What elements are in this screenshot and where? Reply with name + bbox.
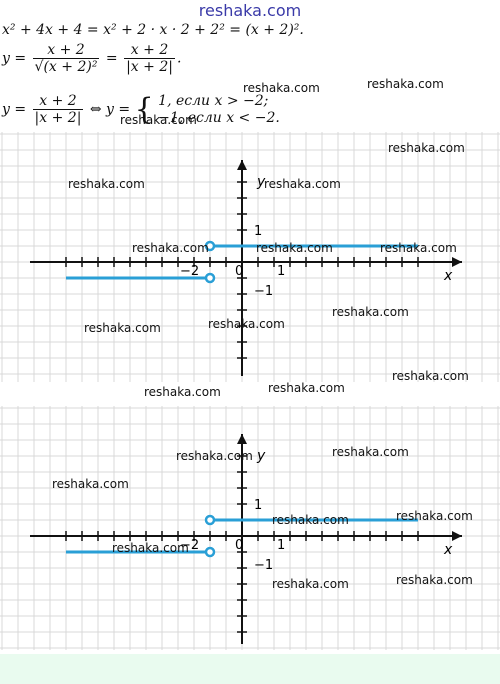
origin-label: 0 [235, 538, 243, 553]
fraction-numerator: x + 2 [32, 93, 84, 110]
axis-labels: x y 0 1 −2 1 −1 [180, 448, 453, 573]
x-axis-label: x [443, 542, 453, 558]
axis-labels: x y 0 1 −2 1 −1 [180, 174, 453, 299]
equation-line-3: y = x + 2 |x + 2| ⇔ y = { 1, если x > −2… [2, 92, 280, 127]
watermark: reshaka.com [84, 321, 161, 335]
y-axis-arrow [237, 434, 247, 444]
grid [0, 132, 500, 382]
equation-line-1: x² + 4x + 4 = x² + 2 · x · 2 + 2² = (x +… [2, 22, 304, 38]
watermark: reshaka.com [68, 177, 145, 191]
watermark: reshaka.com [112, 541, 189, 555]
y-axis [237, 434, 247, 644]
fraction-sqrt: x + 2 √(x + 2)² [32, 42, 100, 75]
x-axis-label: x [443, 268, 453, 284]
equation-y: y = [2, 101, 27, 118]
case-positive: 1, если x > −2; [158, 92, 269, 109]
watermark: reshaka.com [367, 77, 444, 91]
y-tick-label-neg1: −1 [254, 284, 273, 299]
equation-line-2: y = x + 2 √(x + 2)² = x + 2 |x + 2| . [2, 42, 182, 75]
x-axis [30, 531, 462, 541]
watermark: reshaka.com [208, 317, 285, 331]
y-tick-label-1: 1 [254, 498, 262, 513]
y-tick-label-1: 1 [254, 224, 262, 239]
watermark: reshaka.com [256, 241, 333, 255]
watermark: reshaka.com [52, 477, 129, 491]
plot-series [66, 514, 418, 558]
origin-label: 0 [235, 264, 243, 279]
case-negative: −1, если x < −2. [158, 109, 280, 126]
graph-panel-1: x y 0 1 −2 1 −1 [0, 132, 500, 382]
x-axis-arrow [452, 257, 462, 267]
watermark: reshaka.com [268, 381, 345, 395]
fraction-abs: x + 2 |x + 2| [124, 42, 175, 75]
x-tick-label-neg2: −2 [180, 538, 199, 553]
watermark: reshaka.com [388, 141, 465, 155]
open-endpoint [204, 272, 216, 284]
open-endpoint [204, 240, 216, 252]
watermark: reshaka.com [396, 509, 473, 523]
watermark: reshaka.com [243, 81, 320, 95]
open-endpoint [204, 546, 216, 558]
y-axis-arrow [237, 160, 247, 170]
site-watermark-title[interactable]: reshaka.com [198, 1, 302, 20]
y-tick-label-neg1: −1 [254, 558, 273, 573]
watermark: reshaka.com [272, 577, 349, 591]
watermark: reshaka.com [332, 305, 409, 319]
brace: { [134, 92, 154, 127]
watermark: reshaka.com [380, 241, 457, 255]
graph-panel-2: x y 0 1 −2 1 −1 [0, 406, 500, 650]
plot-series [66, 240, 418, 284]
watermark: reshaka.com [176, 449, 253, 463]
open-endpoint [204, 514, 216, 526]
watermark: reshaka.com [144, 385, 221, 399]
fraction-numerator: x + 2 [32, 42, 100, 59]
fraction-denominator: |x + 2| [126, 59, 173, 75]
watermark: reshaka.com [332, 445, 409, 459]
watermark: reshaka.com [120, 113, 197, 127]
footer-bar [0, 654, 500, 684]
fraction-denominator: √(x + 2)² [34, 59, 98, 75]
grid [0, 406, 500, 650]
equation-y: y = [2, 50, 27, 67]
x-tick-label-neg2: −2 [180, 264, 199, 279]
watermark: reshaka.com [132, 241, 209, 255]
watermark: reshaka.com [392, 369, 469, 383]
equals-sign: = [105, 50, 118, 67]
watermark: reshaka.com [396, 573, 473, 587]
equivalence: ⇔ y = [89, 101, 131, 118]
fraction-denominator: |x + 2| [34, 110, 82, 126]
x-tick-label-1: 1 [277, 264, 285, 279]
y-axis-label: y [256, 174, 266, 190]
x-axis-arrow [452, 531, 462, 541]
y-axis-label: y [256, 448, 266, 464]
equation-expansion: x² + 4x + 4 = x² + 2 · x · 2 + 2² = (x +… [2, 22, 304, 38]
x-tick-label-1: 1 [277, 538, 285, 553]
fraction-numerator: x + 2 [124, 42, 175, 59]
fraction-abs: x + 2 |x + 2| [32, 93, 84, 126]
watermark: reshaka.com [264, 177, 341, 191]
watermark: reshaka.com [272, 513, 349, 527]
x-axis [30, 257, 462, 267]
cases: 1, если x > −2; −1, если x < −2. [158, 93, 280, 127]
